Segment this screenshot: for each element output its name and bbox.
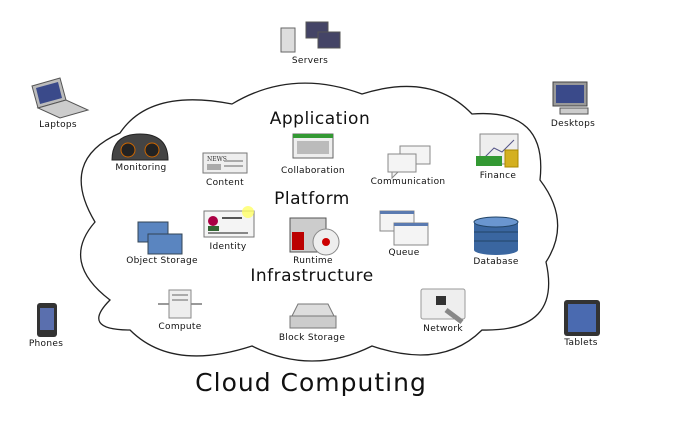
calendar-icon bbox=[292, 133, 334, 159]
runtime-icon bbox=[289, 217, 340, 256]
database-icon bbox=[473, 216, 519, 255]
tablet-icon bbox=[564, 300, 600, 336]
platform-heading: Platform bbox=[274, 189, 350, 209]
monitoring-icon bbox=[111, 133, 169, 161]
tablets-label: Tablets bbox=[564, 338, 598, 348]
monitoring-label: Monitoring bbox=[115, 163, 167, 173]
database-label: Database bbox=[473, 257, 519, 267]
phone-icon bbox=[37, 303, 57, 337]
content-label: Content bbox=[206, 178, 244, 188]
folders-icon bbox=[137, 221, 183, 255]
phones-label: Phones bbox=[28, 339, 64, 349]
finance-icon bbox=[476, 133, 519, 168]
hard-drive-icon bbox=[289, 303, 337, 329]
server-tower-icon bbox=[158, 289, 202, 319]
desktop-icon bbox=[552, 81, 589, 115]
network-port-icon bbox=[420, 288, 466, 324]
infrastructure-heading: Infrastructure bbox=[250, 266, 374, 286]
desktops-label: Desktops bbox=[550, 119, 596, 129]
collaboration-label: Collaboration bbox=[281, 166, 345, 176]
diagram-title: Cloud Computing bbox=[195, 368, 427, 397]
servers-label: Servers bbox=[291, 56, 329, 66]
laptop-icon bbox=[31, 77, 90, 119]
id-card-icon bbox=[203, 206, 255, 238]
identity-label: Identity bbox=[209, 242, 247, 252]
laptops-label: Laptops bbox=[39, 120, 77, 130]
chat-bubbles-icon bbox=[387, 145, 431, 180]
finance-label: Finance bbox=[479, 171, 517, 181]
communication-label: Communication bbox=[370, 177, 446, 187]
news-icon: NEWS bbox=[202, 152, 248, 174]
network-label: Network bbox=[423, 324, 463, 334]
compute-label: Compute bbox=[158, 322, 202, 332]
object-storage-label: Object Storage bbox=[126, 256, 198, 266]
runtime-label: Runtime bbox=[293, 256, 333, 266]
news-icon-text: NEWS bbox=[207, 156, 227, 163]
block-storage-label: Block Storage bbox=[278, 333, 346, 343]
queue-icon bbox=[379, 210, 429, 246]
servers-icon bbox=[280, 21, 341, 53]
queue-label: Queue bbox=[388, 248, 420, 258]
application-heading: Application bbox=[269, 109, 371, 129]
